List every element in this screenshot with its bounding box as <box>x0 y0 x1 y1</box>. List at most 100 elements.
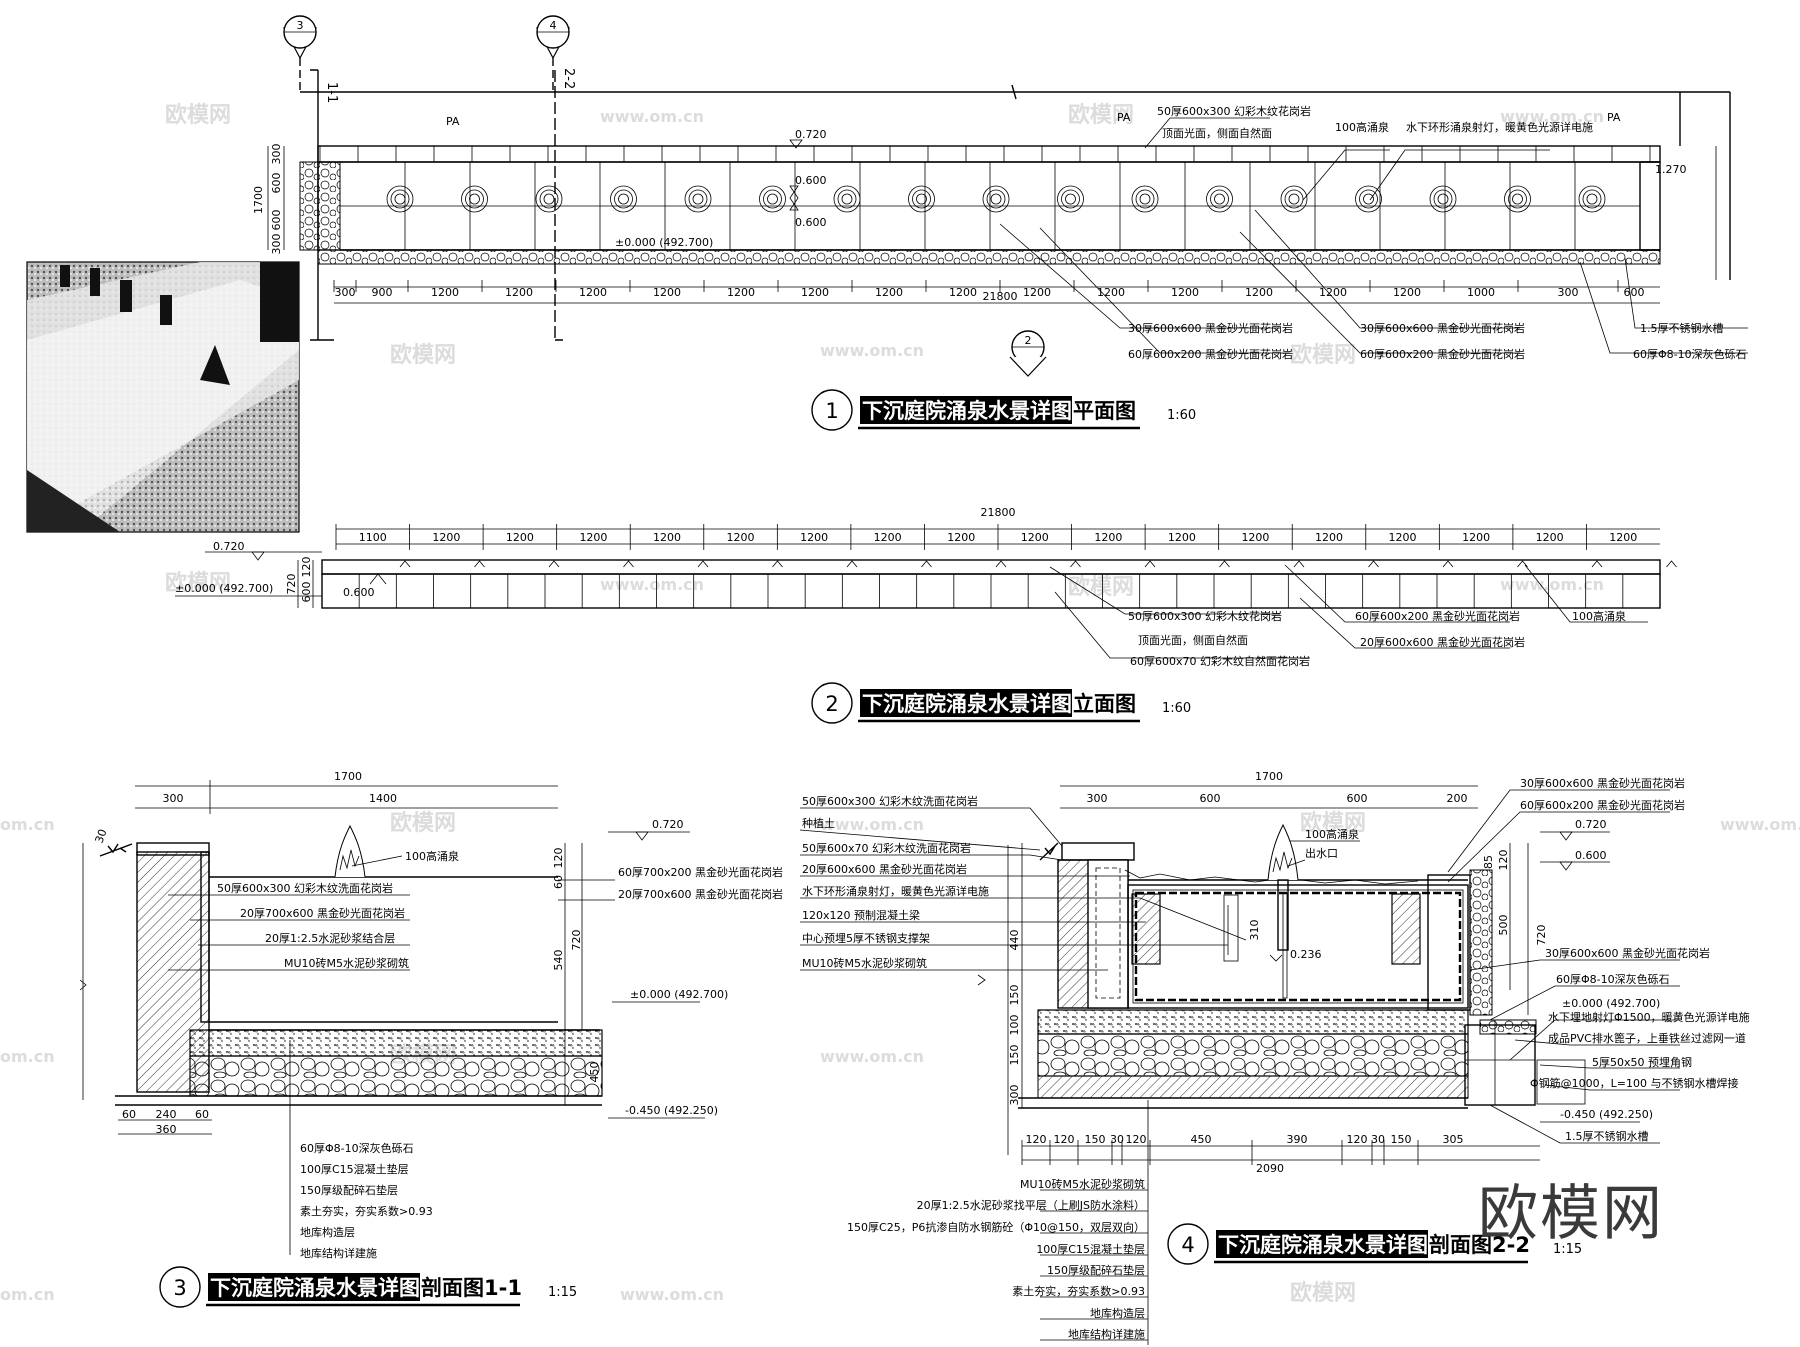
elevation-zero: ±0.000 (492.700) <box>615 236 713 249</box>
dim-label: 300 <box>335 286 356 299</box>
plan-fountains <box>386 185 1606 213</box>
title-suffix: 剖面图1-1 <box>421 1276 522 1300</box>
section-2-2-left-leaders <box>799 807 1247 971</box>
elevation-note: 100高涌泉 <box>1572 609 1626 623</box>
fountain-jet <box>623 560 634 568</box>
section-note: 素土夯实，夯实系数>0.93 <box>300 1204 433 1218</box>
dim-label: 120 <box>1497 850 1510 871</box>
fountain-jet <box>697 560 709 568</box>
dim-label: 1200 <box>875 286 903 299</box>
watermark-text: 欧模网 <box>390 342 456 368</box>
fountain-nozzle-core <box>990 193 1002 205</box>
dim-label: 60 <box>195 1108 209 1121</box>
reference-photo <box>26 261 300 533</box>
dim-label: 30 <box>93 827 110 845</box>
fountain-nozzle-ring <box>614 189 633 209</box>
section-note: 100厚C15混凝土垫层 <box>1036 1242 1145 1256</box>
watermark-site: www.om.cn <box>820 815 924 834</box>
fountain-jet <box>548 560 560 568</box>
plan-note: 60厚600x200 黑金砂光面花岗岩 <box>1128 347 1293 361</box>
dim-label: 600 <box>300 582 313 603</box>
section-note: 30厚600x600 黑金砂光面花岗岩 <box>1520 776 1685 790</box>
dim-label: 120 <box>1054 1133 1075 1146</box>
dim-label: 300 <box>1087 792 1108 805</box>
watermark-site: www.om.cn <box>1500 107 1604 126</box>
fountain-nozzle <box>1355 185 1382 213</box>
fountain-nozzle <box>1280 185 1308 213</box>
plan-left-dims: 1700 300 600 600 300 <box>252 144 285 255</box>
fountain-nozzle-core <box>692 193 704 205</box>
plan-note: 100高涌泉 <box>1335 120 1389 134</box>
dim-label: 150 <box>1085 1133 1106 1146</box>
dim-label: 300 <box>1558 286 1579 299</box>
dim-label: 1200 <box>432 531 460 544</box>
dim-label: 1200 <box>1168 531 1196 544</box>
section-note: 成品PVC排水篦子，上垂铁丝过滤网一道 <box>1548 1031 1746 1045</box>
fountain-nozzle-ring <box>688 189 708 209</box>
elevation-note: 60厚600x200 黑金砂光面花岗岩 <box>1355 609 1520 623</box>
title-number: 1 <box>825 399 838 423</box>
elevation-label: 0.720 <box>213 540 245 553</box>
title-number: 2 <box>825 692 838 716</box>
section-note: 地库构造层 <box>300 1225 355 1239</box>
watermark-text: 欧模网 <box>165 102 231 128</box>
section-note: 50厚600x300 幻彩木纹洗面花岗岩 <box>802 794 978 808</box>
section-note: 出水口 <box>1305 846 1338 860</box>
dim-label: 440 <box>1008 930 1021 951</box>
fountain-nozzle <box>1131 185 1159 213</box>
dim-label: 600 <box>270 210 283 231</box>
paving-label: PA <box>1607 111 1621 124</box>
fountain-nozzle-core <box>1586 193 1598 205</box>
dim-label: 1200 <box>1021 531 1049 544</box>
dim-label: 200 <box>1447 792 1468 805</box>
section-note: 150厚级配碎石垫层 <box>1047 1263 1145 1277</box>
dim-label: 310 <box>1248 920 1261 941</box>
dim-label: 60 <box>552 875 565 889</box>
fountain-nozzle-core <box>1065 193 1076 205</box>
elevation-note: 20厚600x600 黑金砂光面花岗岩 <box>1360 635 1525 649</box>
elevation-label: 1.270 <box>1655 163 1687 176</box>
elevation-label: 0.236 <box>1290 948 1322 961</box>
fountain-jet <box>1293 560 1305 568</box>
fountain-jet <box>1219 560 1230 568</box>
watermark-text: 欧模网 <box>1290 342 1356 368</box>
dim-label: 1200 <box>727 531 755 544</box>
plan-leaders <box>999 117 1748 354</box>
section-note: 120x120 预制混凝土梁 <box>802 908 920 922</box>
section-note: 30厚600x600 黑金砂光面花岗岩 <box>1545 946 1710 960</box>
section-note: 150厚C25，P6抗渗自防水钢筋砼（Φ10@150，双层双向） <box>847 1220 1145 1234</box>
fountain-jet <box>1591 560 1603 568</box>
dim-label: 30 <box>1371 1133 1385 1146</box>
plan-note: 30厚600x600 黑金砂光面花岗岩 <box>1360 321 1525 335</box>
elevation-label: 0.600 <box>1575 849 1607 862</box>
watermark-text: 欧模网 <box>1068 574 1134 600</box>
watermark-site: www.om.cn <box>620 1285 724 1304</box>
fountain-jet <box>1070 560 1081 568</box>
fountain-jet <box>995 560 1007 568</box>
section-note: 60厚Φ8-10深灰色砾石 <box>300 1141 414 1155</box>
marker-number: 3 <box>297 19 304 32</box>
dim-total: 21800 <box>983 290 1018 303</box>
title-suffix: 剖面图2-2 <box>1429 1233 1530 1257</box>
scale-label: 1:15 <box>548 1285 577 1300</box>
elevation-tile-grid <box>321 560 1677 608</box>
plan-view: 3 4 1-1 2-2 PA PA PA <box>252 15 1748 431</box>
dim-label: 240 <box>156 1108 177 1121</box>
dim-label: 360 <box>156 1123 177 1136</box>
elevation-note: 顶面光面，侧面自然面 <box>1138 633 1248 647</box>
section-note: MU10砖M5水泥砂浆砌筑 <box>1020 1177 1145 1191</box>
dim-label: 1200 <box>1241 531 1269 544</box>
title-text: 下沉庭院涌泉水景详图 <box>210 1276 420 1300</box>
fountain-nozzle-core <box>1214 193 1225 205</box>
elevation-note: 50厚600x300 幻彩木纹花岗岩 <box>1128 609 1282 623</box>
dim-label: 305 <box>1443 1133 1464 1146</box>
elevation-zero: ±0.000 (492.700) <box>1562 997 1660 1010</box>
elevation-label: 0.600 <box>795 216 827 229</box>
elevation-label: -0.450 (492.250) <box>625 1104 718 1117</box>
watermark-text: 欧模网 <box>1068 102 1134 128</box>
fountain-nozzle <box>1057 185 1084 213</box>
section-1-1: 1700 300 1400 30 100高涌泉 120 60 540 720 4… <box>79 770 783 1308</box>
